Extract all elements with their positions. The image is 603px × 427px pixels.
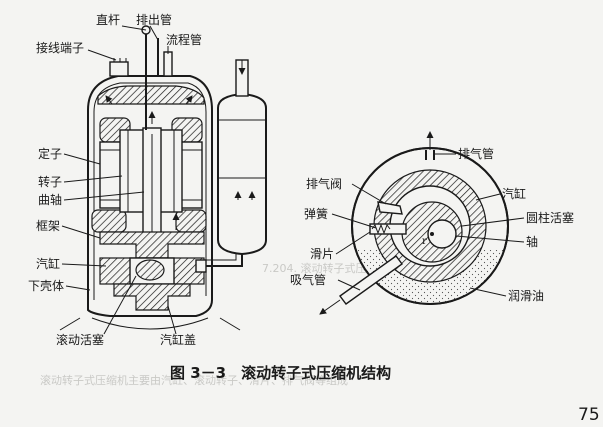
- label-spring: 弹簧: [304, 206, 328, 221]
- figure-caption: 图 3－3 滚动转子式压缩机结构: [170, 364, 391, 382]
- label-process-pipe: 流程管: [166, 32, 202, 47]
- label-cylinder-right: 汽缸: [502, 186, 526, 201]
- label-stator: 定子: [38, 146, 62, 161]
- accumulator: [217, 92, 267, 256]
- label-lower-shell: 下壳体: [28, 279, 64, 293]
- cylinder-cross-section: r 排气管 排气阀 汽缸 弹簧 圆柱活塞 滑片 轴 吸气管 润滑油: [290, 131, 574, 315]
- label-cylinder-cover: 汽缸盖: [160, 332, 196, 347]
- stator-winding-bottom: [91, 209, 127, 233]
- label-shaft: 轴: [526, 234, 538, 249]
- label-rotor: 转子: [38, 174, 62, 189]
- label-rolling-piston: 滚动活塞: [56, 332, 104, 347]
- label-frame: 框架: [36, 219, 60, 233]
- watermark-line: 滚动转子式压缩机主要由汽缸、滚动转子、滑片、排气阀等组成: [40, 373, 348, 387]
- label-slide: 滑片: [310, 247, 334, 261]
- label-straight-rod: 直杆: [96, 13, 120, 27]
- frame: [99, 231, 205, 259]
- label-exhaust-valve: 排气阀: [306, 176, 342, 191]
- label-terminal: 接线端子: [36, 40, 84, 55]
- svg-text:r: r: [422, 236, 427, 247]
- compressor-section: 直杆 排出管 接线端子 流程管 定子 转子 曲轴 框架 汽缸 下壳体 滚动活塞 …: [28, 12, 267, 347]
- label-cylindrical-piston: 圆柱活塞: [526, 210, 574, 225]
- compressor-shell: [87, 75, 213, 317]
- page-number: 75: [578, 405, 600, 425]
- shaft-circle: [427, 219, 457, 249]
- slide-vane: [369, 223, 407, 235]
- label-discharge-pipe: 排出管: [136, 12, 172, 27]
- label-crankshaft: 曲轴: [38, 192, 62, 207]
- label-exhaust-pipe: 排气管: [458, 146, 494, 161]
- label-lubricating-oil: 润滑油: [508, 289, 544, 303]
- exhaust-valve-shape: [377, 201, 403, 215]
- terminal-block: [109, 61, 129, 77]
- label-suction-pipe: 吸气管: [290, 272, 326, 287]
- cylinder-cover: [113, 283, 191, 311]
- suction-pipe: [339, 255, 403, 305]
- label-cylinder-left: 汽缸: [36, 256, 60, 271]
